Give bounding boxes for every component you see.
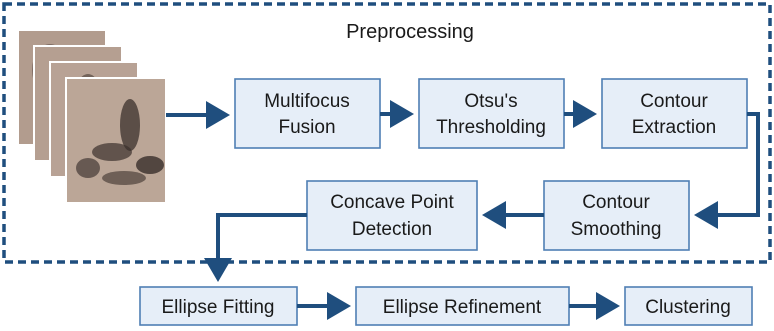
preprocessing-title-bg (320, 14, 500, 46)
node-contour-extraction: Contour Extraction (601, 78, 748, 149)
node-otsu-line2: Thresholding (436, 117, 546, 138)
node-concave-point-detection: Concave Point Detection (306, 180, 478, 251)
node-otsu-thresholding: Otsu's Thresholding (418, 78, 565, 149)
input-image-stack (17, 29, 167, 204)
node-ellipse-fitting-label: Ellipse Fitting (162, 297, 275, 318)
node-contour-extraction-line1: Contour (640, 91, 708, 112)
preprocessing-title: Preprocessing (346, 21, 474, 43)
node-ellipse-refinement-label: Ellipse Refinement (383, 297, 542, 318)
node-multifocus-line1: Multifocus (264, 91, 350, 112)
node-contour-smoothing: Contour Smoothing (543, 180, 690, 251)
node-clustering: Clustering (624, 286, 753, 326)
node-concave-line1: Concave Point (330, 192, 454, 213)
node-ellipse-refinement: Ellipse Refinement (355, 286, 570, 326)
node-contour-smoothing-line2: Smoothing (571, 219, 662, 240)
node-multifocus-fusion: Multifocus Fusion (234, 78, 381, 149)
node-multifocus-line2: Fusion (278, 117, 335, 138)
node-contour-extraction-line2: Extraction (632, 117, 716, 138)
arrow-concave-to-ellipse-fitting (204, 213, 307, 282)
node-concave-line2: Detection (352, 219, 432, 240)
node-otsu-line1: Otsu's (464, 91, 517, 112)
node-ellipse-fitting: Ellipse Fitting (139, 286, 298, 326)
node-contour-smoothing-line1: Contour (582, 192, 650, 213)
arrow-extraction-to-smoothing (694, 112, 760, 229)
node-clustering-label: Clustering (645, 297, 731, 318)
image-frame-4 (65, 77, 167, 204)
preprocessing-frame (2, 2, 772, 264)
